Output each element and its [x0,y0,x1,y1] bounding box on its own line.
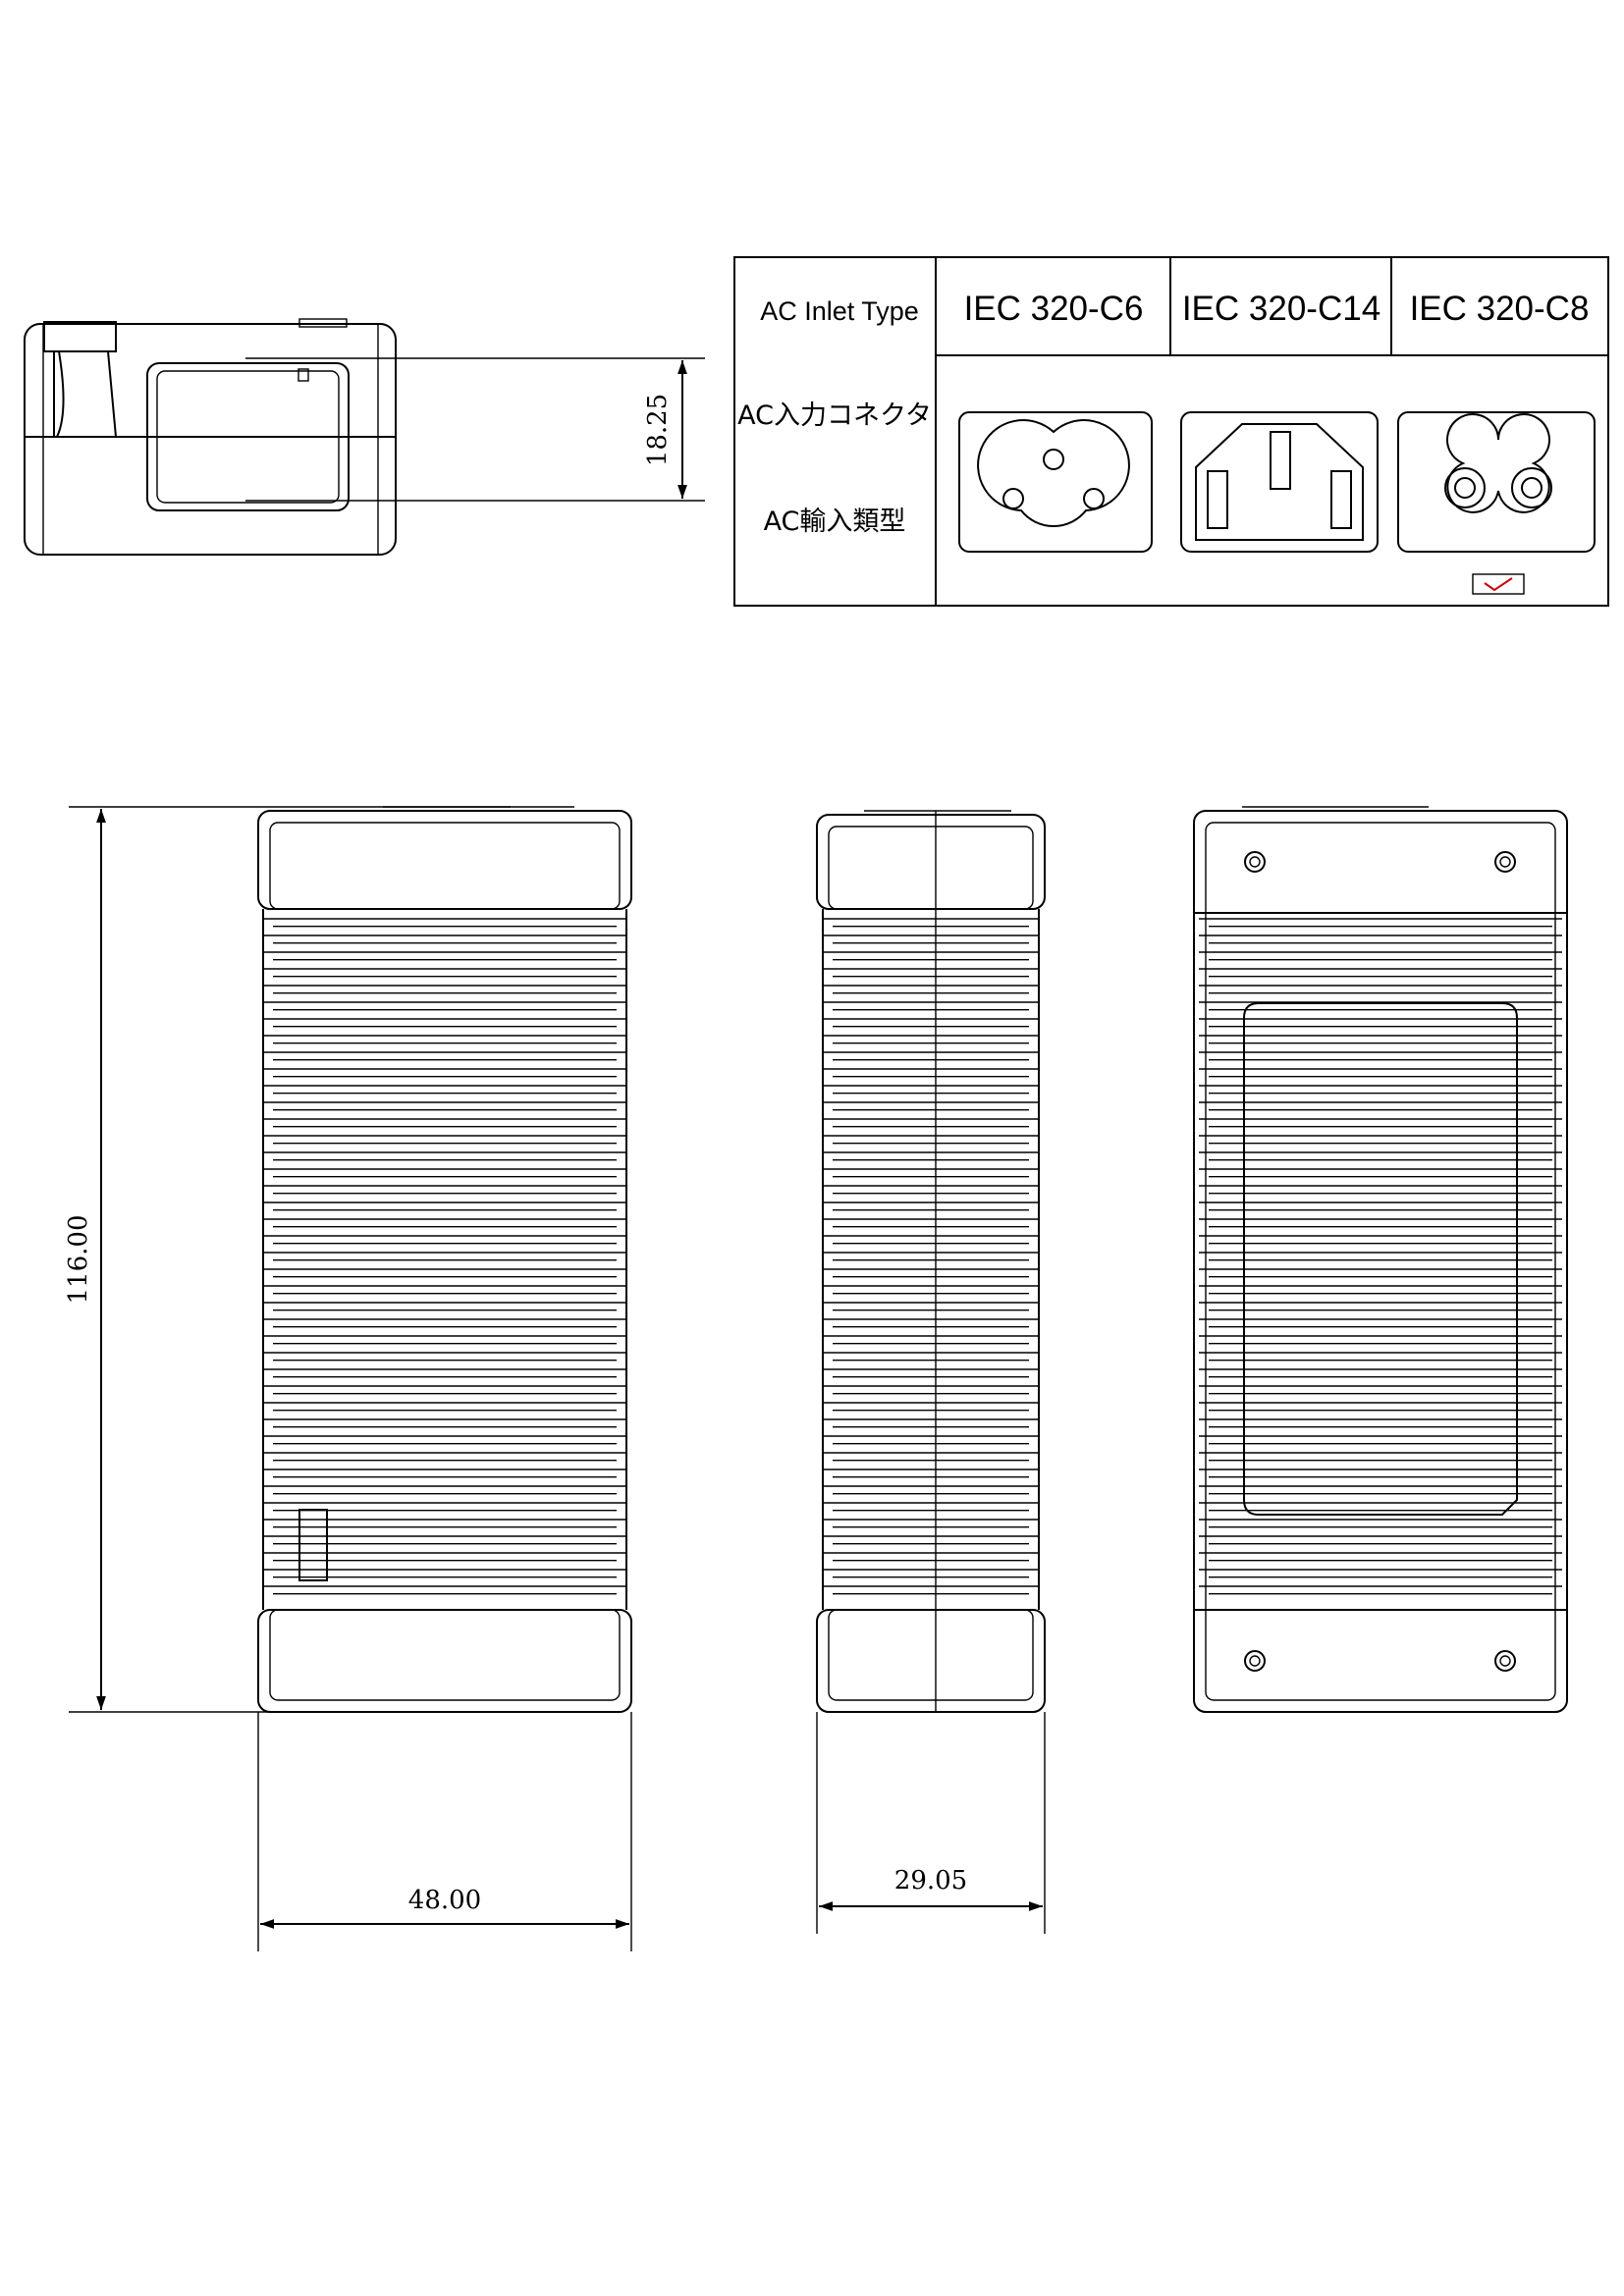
c6-connector-icon [958,411,1153,553]
dimension-width: 48.00 [257,1712,632,1951]
dim-thickness-label: 29.05 [894,1866,967,1896]
c8-selected-checkbox [1472,573,1525,595]
front-view [257,806,632,1713]
column-header-c8: IEC 320-C8 [1410,290,1590,328]
dim-length-label: 116.00 [64,1215,93,1305]
side-view [816,810,1046,1713]
dimension-length: 116.00 [64,806,511,1713]
c8-connector-icon [1397,411,1596,553]
c14-connector-icon [1180,411,1379,553]
back-view [1193,806,1568,1713]
column-header-c6: IEC 320-C6 [964,290,1144,328]
column-header-c14: IEC 320-C14 [1182,290,1380,328]
table-header-label: AC Inlet Type [760,296,919,326]
dim-width-label: 48.00 [408,1886,481,1915]
end-view: 18.25 [24,318,705,556]
check-mark-icon [1484,577,1513,592]
table-row-label-jp: AC入力コネクタ [737,400,932,431]
dimension-thickness: 29.05 [816,1712,1046,1934]
table-row-label-cn: AC輸入類型 [764,507,906,537]
ac-inlet-table: AC Inlet Type AC入力コネクタ AC輸入類型 IEC 320-C6… [733,256,1609,607]
dim-end-height-label: 18.25 [643,394,673,466]
